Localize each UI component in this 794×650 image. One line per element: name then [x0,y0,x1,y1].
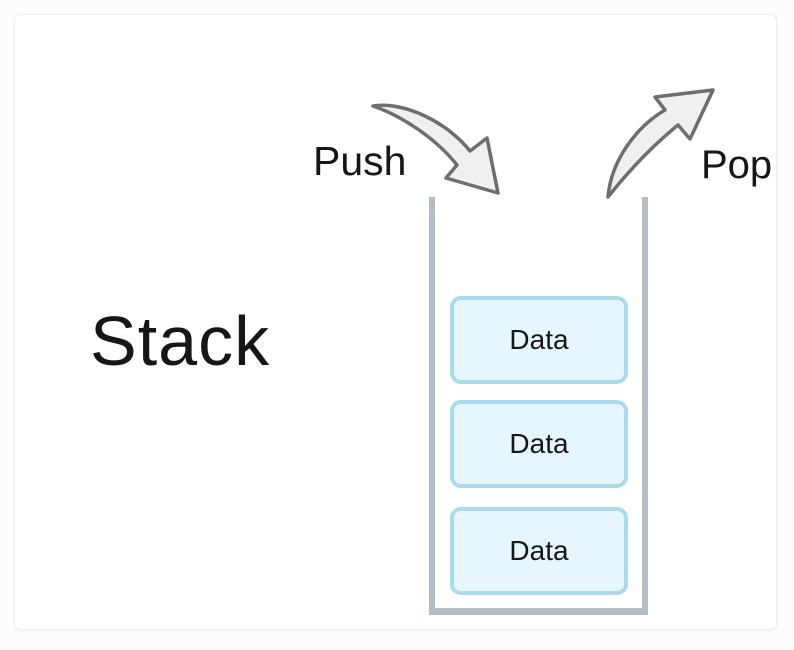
stack-item: Data [450,507,628,595]
stack-title: Stack [90,302,271,380]
stack-item: Data [450,400,628,488]
push-arrow-icon [371,103,500,195]
diagram-card: Stack Push Pop Data Data Data [14,14,777,630]
push-label: Push [313,138,407,184]
pop-arrow-icon [606,88,715,199]
stack-item: Data [450,296,628,384]
pop-label: Pop [701,143,773,187]
stack-container [429,197,648,615]
